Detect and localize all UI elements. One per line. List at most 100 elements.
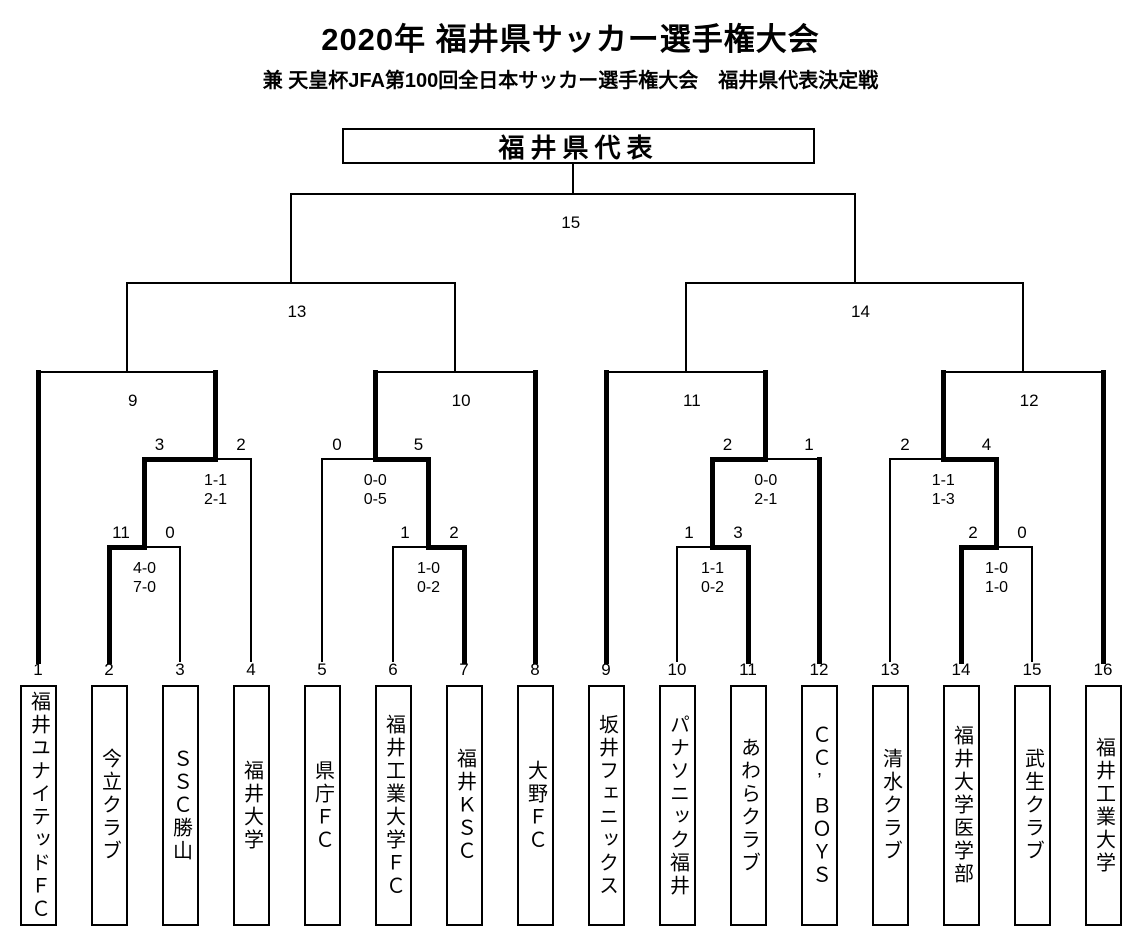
team-number: 15 [1022,660,1042,679]
team-number: 12 [809,660,829,679]
match-score-left: 2 [900,435,910,454]
team-name: ＣＣ’ＢＯＹＳ [808,724,831,887]
team-box: ＣＣ’ＢＯＹＳ [801,685,838,926]
match-number: 12 [1019,391,1039,410]
team-name: 県庁ＦＣ [311,759,334,852]
match-score-right: 5 [413,435,424,454]
r2-bar [321,458,377,460]
match-score-right: 4 [981,435,992,454]
team-number: 6 [388,660,398,679]
team-box: 県庁ＦＣ [304,685,341,926]
champion-box: 福井県代表 [342,128,815,164]
r2-bar [940,456,999,462]
match-number: 10 [451,391,471,410]
team-number: 5 [317,660,327,679]
team-number: 10 [667,660,687,679]
half-score-line: 1-0 [984,560,1009,577]
team-box: 今立クラブ [91,685,128,926]
team-number: 13 [880,660,900,679]
match-number: 13 [287,302,307,321]
team-name: 福井大学医学部 [950,725,973,886]
team-line [106,544,112,664]
champion-label: 福井県代表 [498,132,659,163]
team-name: 坂井フェニックス [595,713,618,898]
team-name: ＳＳＣ勝山 [169,748,192,863]
team-line [35,369,41,664]
team-number: 11 [739,660,757,679]
r1-bar [676,546,714,548]
half-score-line: 1-1 [931,472,955,489]
team-name: パナソニック福井 [666,713,689,898]
r2-bar [142,456,218,462]
team-name: 福井工業大学 [1092,736,1115,875]
team-box: 福井大学医学部 [943,685,980,926]
r1-bar [106,544,147,550]
half-score-line: 1-1 [700,560,725,577]
r1-bar [392,546,430,548]
tournament-subtitle: 兼 天皇杯JFA第100回全日本サッカー選手権大会 福井県代表決定戦 [262,70,879,92]
team-number: 16 [1093,660,1113,679]
match-score-right: 2 [236,435,246,454]
team-box: 福井ユナイテッドＦＣ [20,685,57,926]
match-number: 15 [561,213,581,232]
half-score-line: 0-2 [416,579,441,596]
r2-winner-stem [763,369,769,462]
r2-bar [764,458,820,460]
sf-winner-stem [853,193,856,284]
r1-winner-stem [710,456,715,550]
match-score-left: 1 [400,523,410,542]
team-name: 清水クラブ [879,748,902,863]
team-box: 大野ＦＣ [517,685,554,926]
team-name: 福井工業大学ＦＣ [382,713,405,898]
r1-bar [426,544,467,550]
r1-bar [958,544,999,550]
team-number: 1 [33,660,43,679]
match-number: 14 [851,302,870,321]
r1-winner-stem [142,456,147,550]
match-score-right: 1 [804,435,814,454]
team-box: 福井大学 [233,685,270,926]
r1-bar [143,546,181,548]
tournament-title: 2020年 福井県サッカー選手権大会 [321,22,820,57]
team-number: 4 [246,660,256,679]
qf-winner-stem [684,282,687,373]
match-score-left: 2 [968,523,978,542]
team-number: 7 [459,660,469,679]
team-name: 福井ＫＳＣ [453,748,476,863]
team-line [532,369,538,664]
r2-winner-stem [213,369,218,462]
match-score-right: 0 [1017,523,1027,542]
team-name: 今立クラブ [98,748,121,863]
half-score-line: 0-0 [754,472,778,489]
team-line [816,456,822,664]
half-score-line: 1-3 [931,491,955,508]
team-box: ＳＳＣ勝山 [162,685,199,926]
match-number: 9 [128,391,138,410]
r2-bar [372,456,431,462]
team-line [321,458,323,662]
team-line [179,546,181,662]
team-box: 福井工業大学 [1085,685,1122,926]
half-score-line: 4-0 [132,560,157,577]
r2-winner-stem [372,369,378,462]
team-box: パナソニック福井 [659,685,696,926]
team-box: 福井工業大学ＦＣ [375,685,412,926]
match-score-right: 0 [165,523,175,542]
half-score-line: 1-0 [416,560,441,577]
team-line [392,546,394,662]
half-score-line: 7-0 [132,579,157,596]
r1-bar [710,544,751,550]
team-number: 9 [601,660,611,679]
half-score-line: 2-1 [203,491,228,508]
team-line [745,544,751,664]
half-score-line: 2-1 [754,491,778,508]
r1-bar [995,546,1033,548]
team-box: 坂井フェニックス [588,685,625,926]
match-score-left: 1 [684,523,694,542]
r2-bar [710,456,769,462]
